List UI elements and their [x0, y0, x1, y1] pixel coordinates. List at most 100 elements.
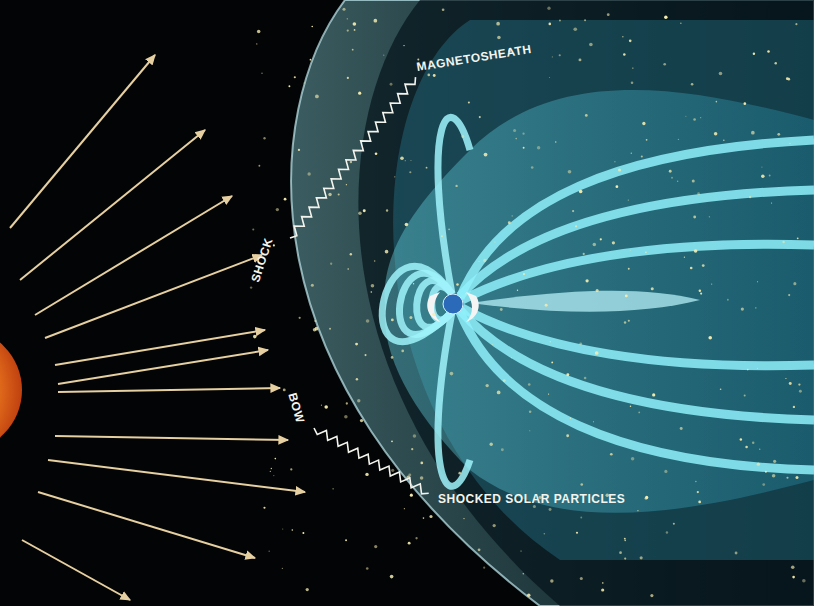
star: [593, 421, 594, 422]
earth: [443, 294, 463, 314]
star: [527, 593, 531, 597]
star: [671, 177, 673, 179]
star: [622, 36, 624, 38]
star: [492, 344, 493, 345]
star: [346, 184, 347, 185]
zigzag-leader: [314, 428, 429, 494]
star: [680, 23, 681, 24]
star: [371, 291, 373, 293]
star: [413, 283, 414, 284]
star: [700, 293, 702, 295]
star: [275, 458, 277, 460]
star: [358, 211, 362, 215]
zigzag-leader: [290, 77, 429, 494]
star: [355, 343, 358, 346]
star: [786, 477, 788, 479]
star: [697, 192, 700, 195]
star: [624, 321, 626, 323]
star: [365, 354, 367, 356]
star: [740, 438, 742, 440]
star: [263, 507, 265, 509]
star: [761, 175, 765, 179]
star: [383, 55, 384, 56]
star: [630, 405, 631, 406]
star: [408, 474, 411, 477]
star: [595, 351, 599, 355]
star: [299, 317, 301, 319]
star: [411, 448, 413, 450]
star: [523, 573, 525, 575]
star: [625, 294, 628, 297]
star: [517, 290, 518, 291]
star: [795, 476, 798, 479]
star: [282, 529, 283, 530]
magnetosphere: [385, 90, 814, 513]
star: [423, 517, 425, 519]
star: [410, 160, 411, 161]
star: [573, 27, 577, 31]
star: [508, 221, 511, 224]
star: [678, 139, 679, 140]
star: [338, 193, 340, 195]
star: [791, 565, 795, 569]
star: [314, 320, 316, 322]
radiation-belt: [427, 292, 440, 322]
star: [386, 209, 388, 211]
star: [329, 328, 331, 330]
star: [773, 460, 776, 463]
star: [269, 551, 270, 552]
plasma-sheet: [470, 291, 700, 312]
star: [585, 114, 588, 117]
star: [250, 286, 252, 288]
star: [306, 588, 309, 591]
star: [450, 372, 454, 376]
star: [415, 537, 417, 539]
star: [677, 181, 678, 182]
zigzag-leader: [290, 77, 416, 238]
star: [270, 471, 271, 472]
star: [490, 443, 493, 446]
star: [570, 417, 571, 418]
star: [479, 261, 480, 262]
star: [391, 440, 393, 442]
star: [432, 313, 435, 316]
star: [550, 341, 551, 342]
star: [409, 316, 412, 319]
star: [720, 388, 722, 390]
star: [523, 147, 525, 149]
star: [346, 402, 348, 404]
star: [786, 77, 789, 80]
star: [745, 446, 748, 449]
star: [695, 481, 697, 483]
star: [391, 469, 394, 472]
star: [429, 515, 432, 518]
star: [258, 165, 260, 167]
star: [753, 53, 755, 55]
star: [550, 579, 553, 582]
star: [354, 29, 356, 31]
star: [483, 259, 486, 262]
star: [664, 16, 667, 19]
star: [512, 215, 513, 216]
star: [798, 383, 800, 385]
star: [559, 20, 561, 22]
star: [652, 393, 655, 396]
star: [302, 532, 304, 534]
star: [631, 81, 634, 84]
star: [645, 497, 648, 500]
star: [257, 30, 261, 34]
star: [494, 242, 495, 243]
star: [374, 260, 376, 262]
star: [544, 533, 546, 535]
star: [403, 45, 404, 46]
star: [347, 18, 348, 19]
star: [789, 382, 792, 385]
star: [585, 279, 588, 282]
star: [330, 263, 332, 265]
star: [699, 289, 702, 292]
star: [624, 558, 626, 560]
star: [714, 132, 718, 136]
star: [533, 505, 536, 508]
star: [640, 556, 643, 559]
